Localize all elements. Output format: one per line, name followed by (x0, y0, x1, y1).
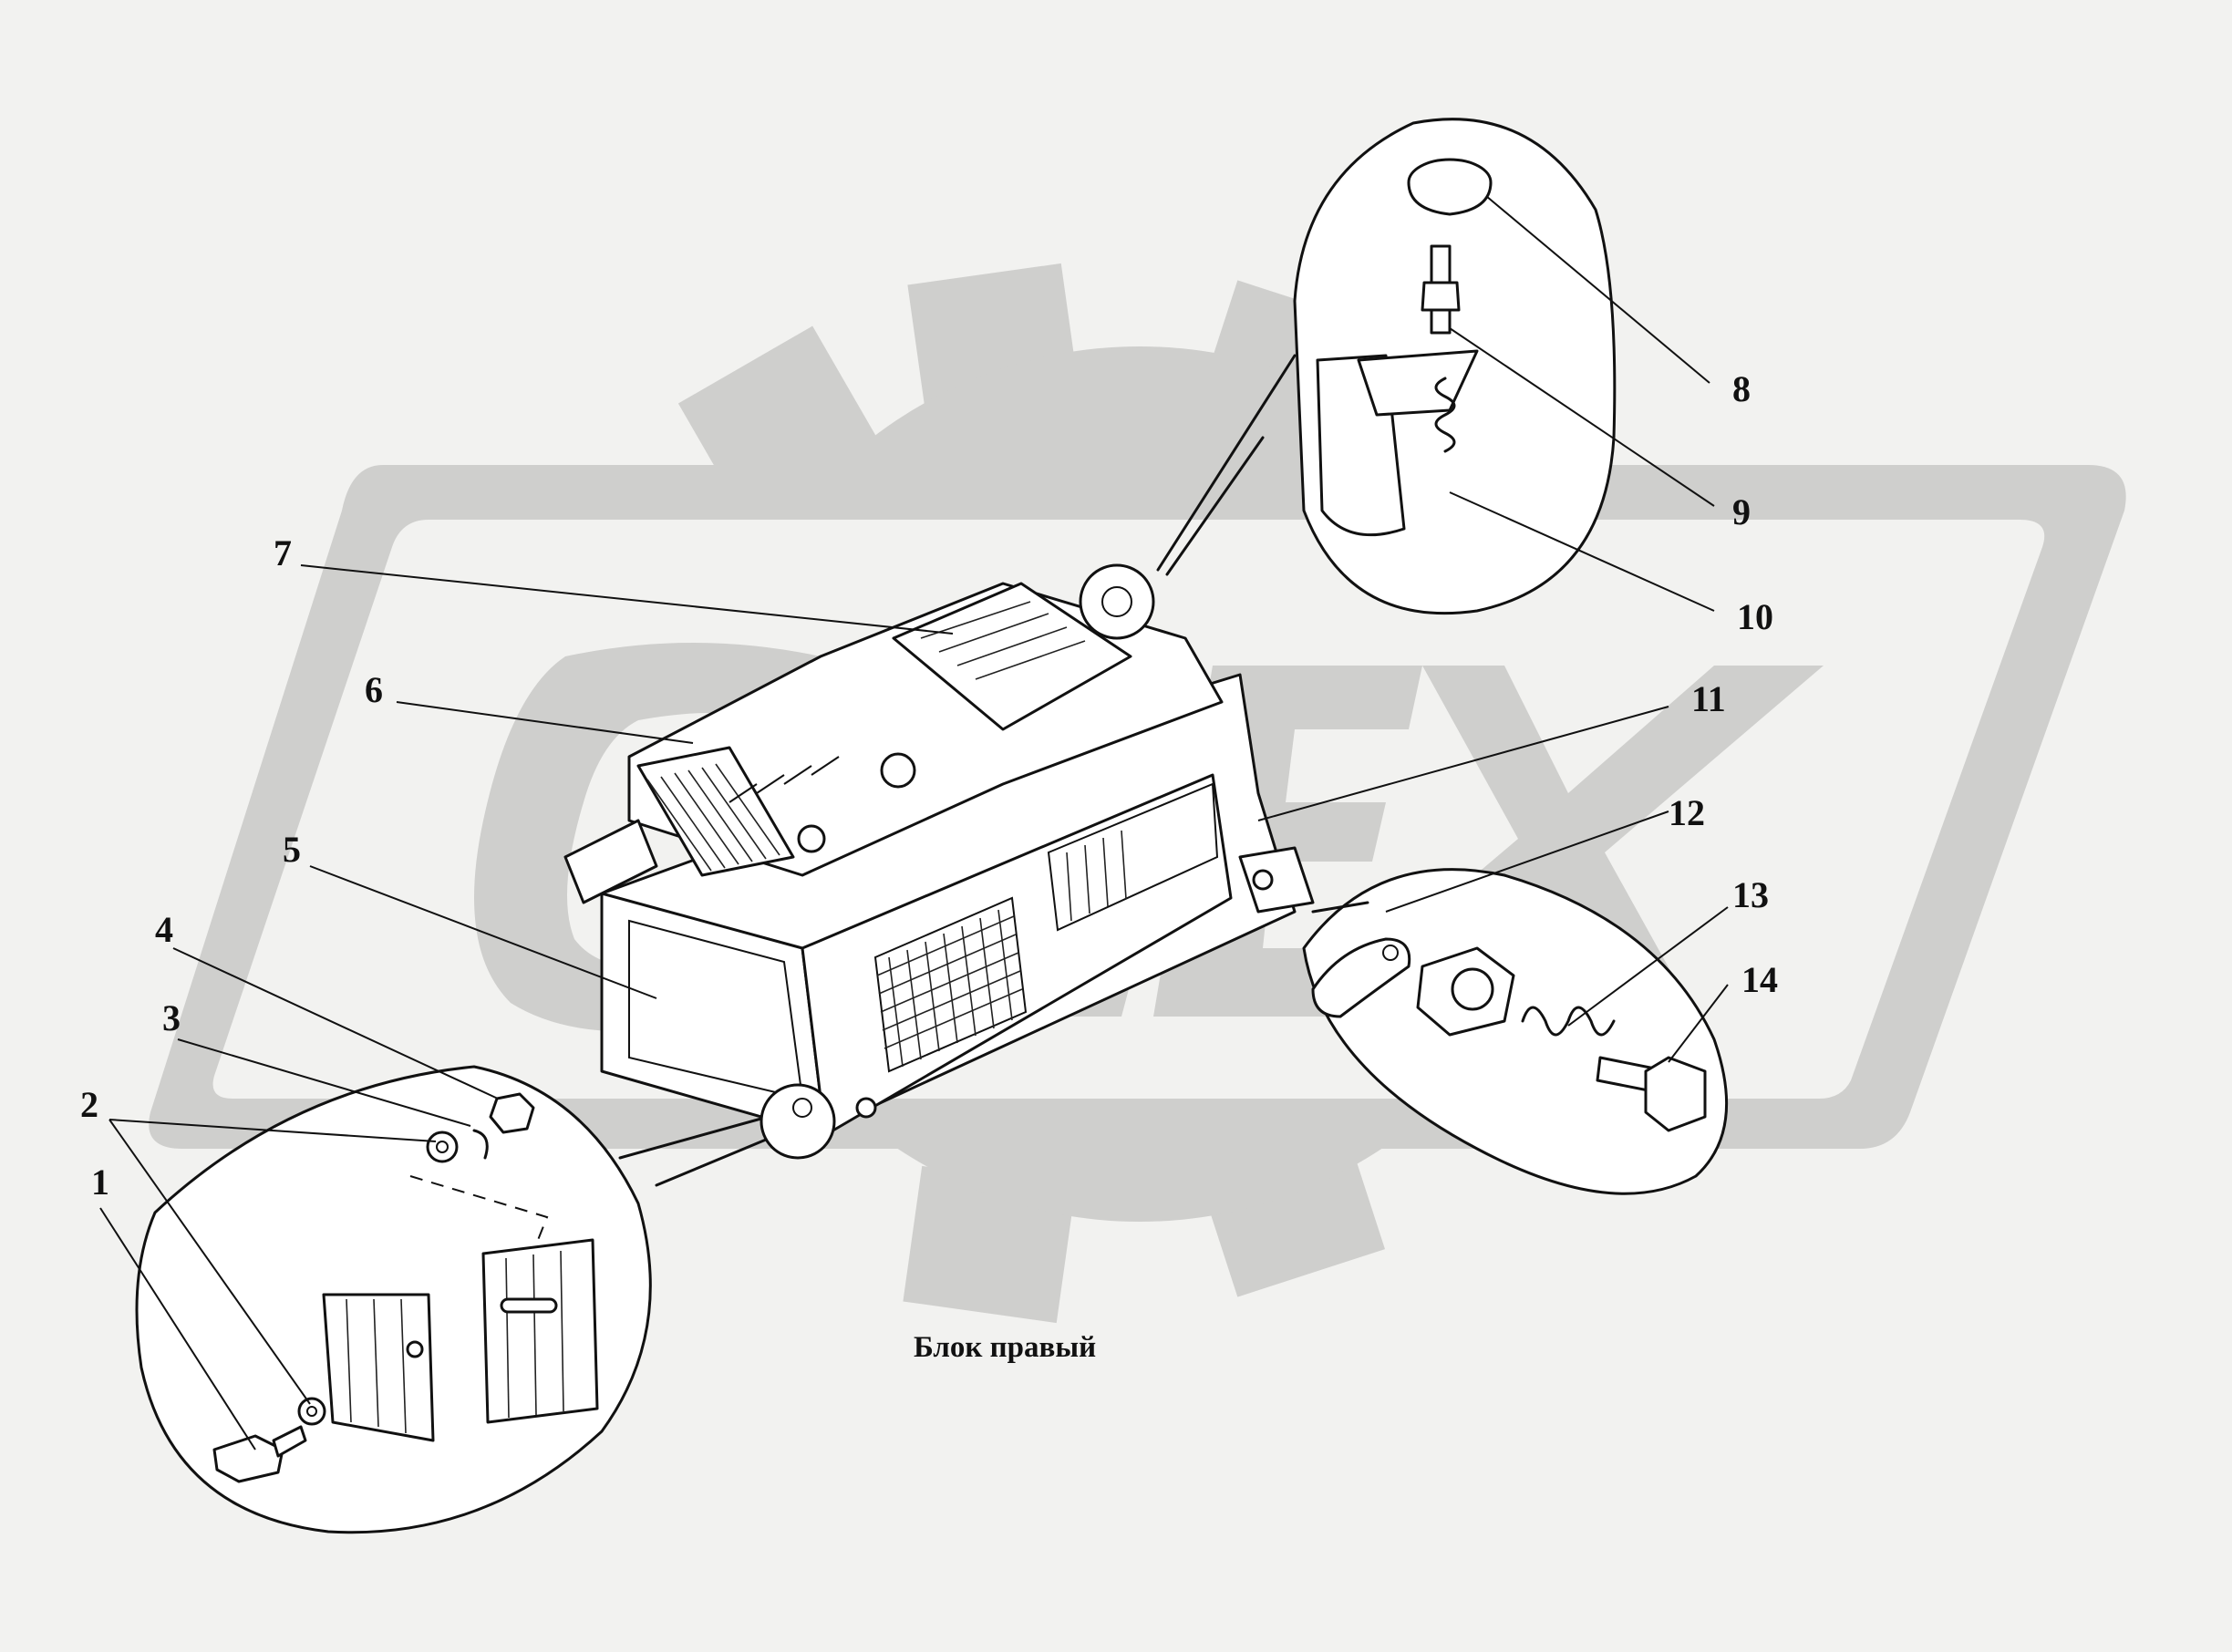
detail-view-right (1302, 868, 1729, 1195)
callout-10: 10 (1737, 596, 1773, 637)
detail-view-top (1079, 118, 1617, 640)
callout-11: 11 (1691, 678, 1726, 719)
leader-lines (99, 195, 1729, 1451)
callout-12: 12 (1669, 792, 1705, 833)
callout-4: 4 (155, 909, 173, 950)
heater-housing (563, 582, 1315, 1137)
callout-13: 13 (1732, 874, 1769, 915)
callout-8: 8 (1732, 368, 1751, 409)
callout-2: 2 (80, 1084, 98, 1125)
callout-1: 1 (91, 1162, 109, 1203)
callout-7: 7 (274, 532, 292, 573)
diagram-caption: Блок правый (914, 1331, 1096, 1364)
callout-9: 9 (1732, 491, 1751, 532)
grille-mesh (876, 909, 1023, 1068)
callout-5: 5 (283, 829, 301, 870)
callout-labels: 1 2 3 4 5 6 7 8 9 10 11 12 13 14 (80, 368, 1778, 1203)
callout-14: 14 (1741, 959, 1778, 1000)
callout-6: 6 (365, 669, 383, 710)
detail-view-bottom-left (135, 1065, 836, 1534)
callout-3: 3 (162, 997, 181, 1038)
